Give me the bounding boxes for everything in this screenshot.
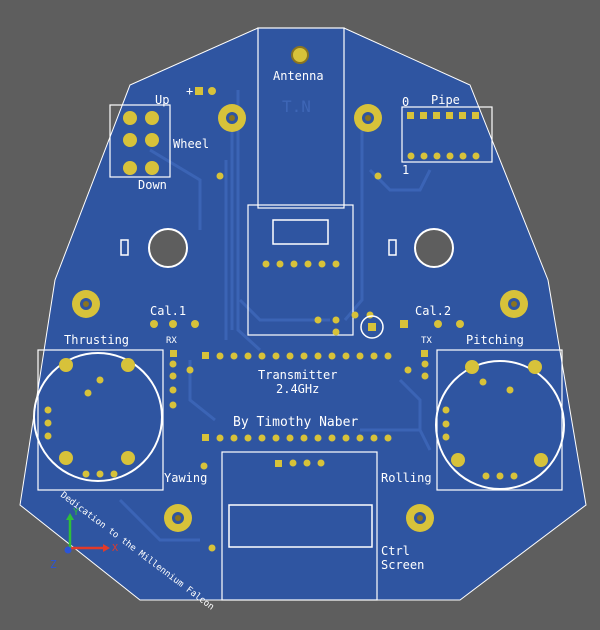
small-via (374, 172, 382, 180)
tx-label: TX (421, 336, 432, 346)
plus-label: + (186, 84, 193, 98)
cal1-label: Cal.1 (150, 304, 186, 318)
rx-label: RX (166, 336, 177, 346)
copper-traces (118, 90, 432, 542)
mounting-holes (148, 228, 454, 268)
left-joystick-pads[interactable] (44, 358, 136, 478)
screen-label: Screen (381, 558, 424, 572)
frequency-label: 2.4GHz (276, 382, 319, 396)
up-label: Up (155, 93, 169, 107)
transmitter-module-window (272, 219, 329, 245)
small-via (200, 462, 208, 470)
left-joystick-ring (33, 352, 163, 482)
pipe-one-label: 1 (402, 163, 409, 177)
yawing-label: Yawing (164, 471, 207, 485)
author-label: By Timothy Naber (233, 415, 358, 430)
right-joystick-ring (435, 360, 565, 490)
left-joystick-outline (37, 349, 164, 491)
gold-standoff-pads (72, 104, 528, 532)
transmitter-pin-row (262, 260, 340, 268)
antenna-outline (257, 27, 345, 209)
cal1-pads[interactable] (150, 320, 199, 328)
ctrl-screen-pins[interactable] (275, 459, 325, 468)
slot-holes (120, 239, 397, 256)
rolling-label: Rolling (381, 471, 432, 485)
cal2-label: Cal.2 (415, 304, 451, 318)
pipe-top-pins[interactable] (407, 112, 479, 119)
ctrl-screen-outline (221, 451, 378, 601)
wheel-switch-pads[interactable] (123, 111, 159, 175)
thrusting-label: Thrusting (64, 333, 129, 347)
ctrl-label: Ctrl (381, 544, 410, 558)
transmitter-label: Transmitter (258, 368, 337, 382)
antenna-pad[interactable] (291, 46, 309, 64)
transmitter-module-outline (247, 204, 354, 336)
pipe-zero-label: 0 (402, 95, 409, 109)
pipe-label: Pipe (431, 93, 460, 107)
transmitter-lower-pins (314, 311, 374, 336)
wheel-label: Wheel (173, 137, 209, 151)
axis-z-label: Z (50, 558, 57, 571)
power-pad-square[interactable] (195, 87, 203, 95)
main-header-pins[interactable] (202, 352, 392, 360)
pipe-bottom-pins[interactable] (407, 152, 480, 160)
antenna-label: Antenna (273, 69, 324, 83)
initials-label: T.N (282, 97, 311, 116)
cal2-pads[interactable] (400, 320, 464, 328)
led-pad[interactable] (368, 323, 376, 331)
small-via (216, 172, 224, 180)
led-outline (360, 315, 384, 339)
ctrl-screen-window (228, 504, 373, 548)
right-joystick-pads[interactable] (442, 360, 549, 480)
axis-gizmo: X Y Z (50, 507, 118, 571)
pipe-connector-outline (401, 106, 493, 163)
secondary-header-pins[interactable] (202, 434, 392, 442)
down-label: Down (138, 178, 167, 192)
axis-x-label: X (112, 543, 118, 554)
small-via (208, 544, 216, 552)
wheel-switch-outline (109, 104, 171, 178)
tx-pins[interactable] (186, 350, 429, 380)
axis-y-label: Y (73, 507, 79, 518)
pitching-label: Pitching (466, 333, 524, 347)
power-pad-round[interactable] (208, 87, 216, 95)
rx-pins[interactable] (169, 350, 178, 409)
